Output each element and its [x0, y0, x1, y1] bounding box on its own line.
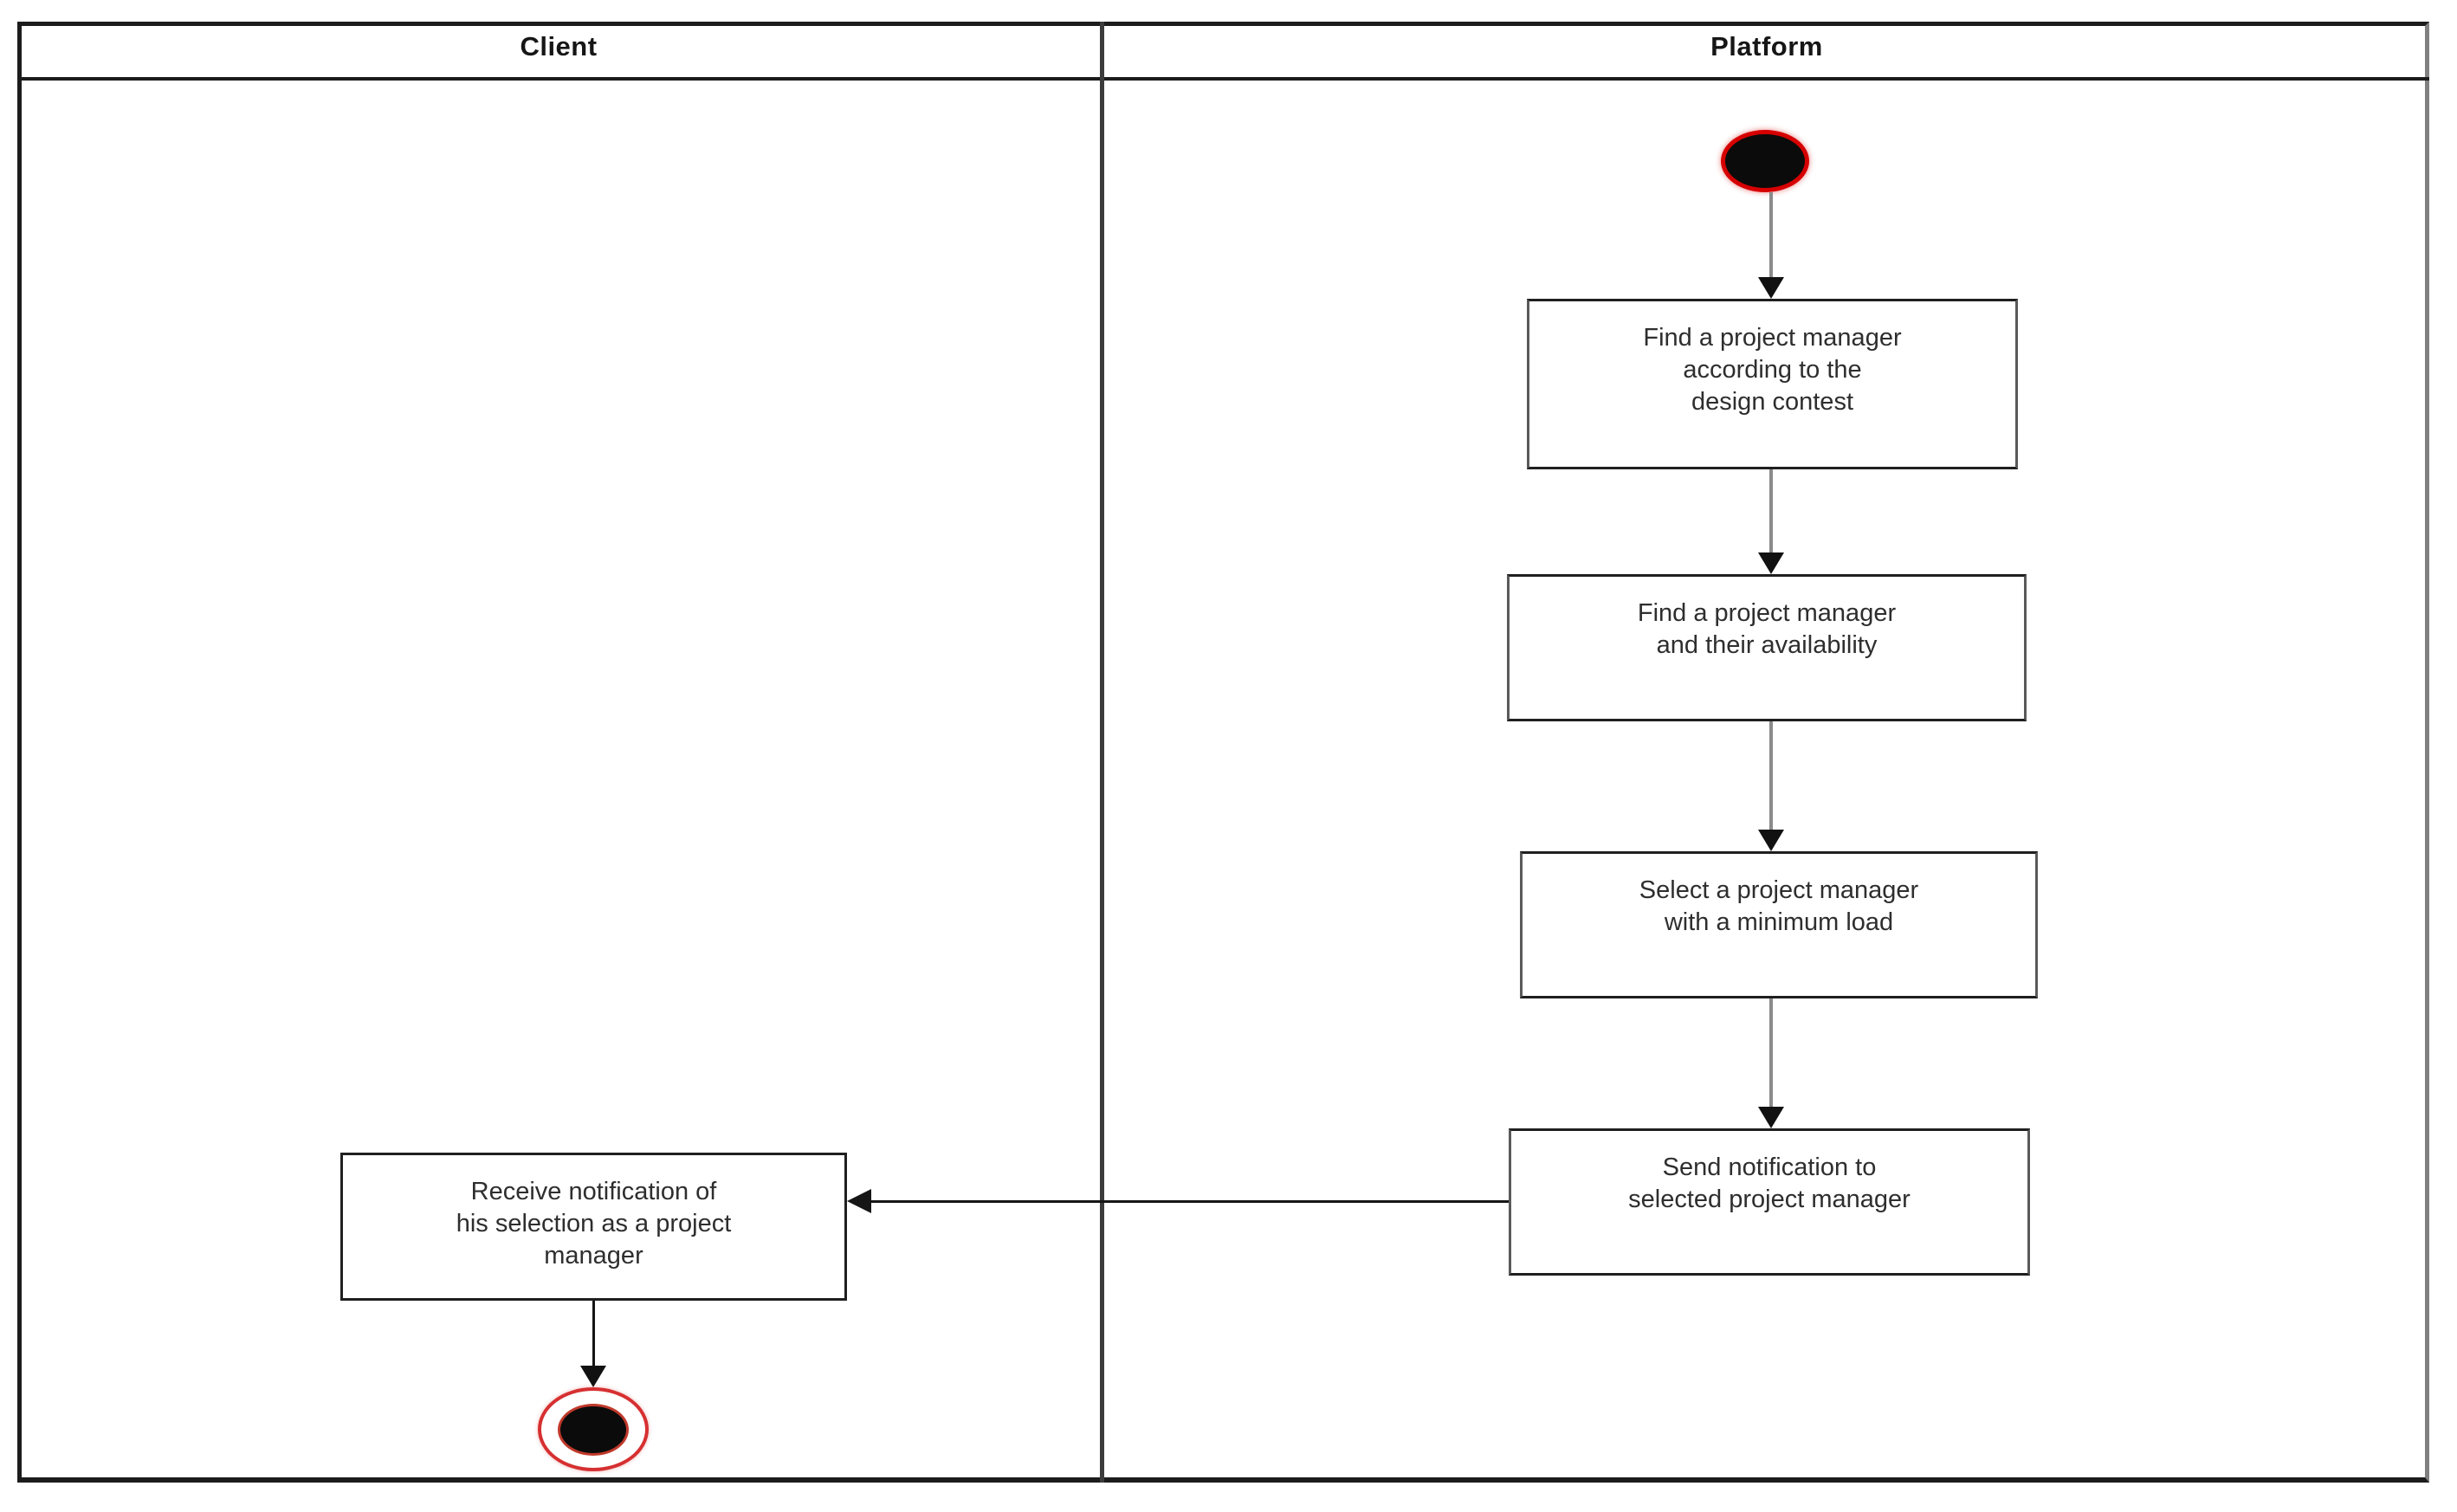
arrowhead-left-icon: [847, 1189, 871, 1213]
activity-label: Find a project manager according to the …: [1643, 324, 1902, 416]
activity-select-pm-min-load: Select a project manager with a minimum …: [1520, 851, 2038, 998]
arrowhead-down-icon: [580, 1366, 606, 1387]
activity-label: Send notification to selected project ma…: [1628, 1153, 1911, 1213]
activity-label: Select a project manager with a minimum …: [1639, 876, 1919, 936]
flow-line-receive-to-end: [592, 1301, 595, 1367]
diagram-frame: [17, 22, 2429, 1483]
flow-line-select-to-send: [1769, 998, 1773, 1107]
activity-label: Receive notification of his selection as…: [456, 1178, 732, 1270]
flow-line-send-to-receive: [871, 1200, 1509, 1203]
activity-send-notification: Send notification to selected project ma…: [1509, 1128, 2030, 1276]
final-node-core: [558, 1403, 629, 1456]
arrowhead-down-icon: [1758, 830, 1784, 851]
final-node: [538, 1387, 649, 1471]
flow-line-start-to-find-contest: [1769, 192, 1773, 277]
flow-line-contest-to-availability: [1769, 469, 1773, 552]
arrowhead-down-icon: [1758, 277, 1784, 299]
flow-line-availability-to-select: [1769, 721, 1773, 830]
arrowhead-down-icon: [1758, 1107, 1784, 1128]
lane-divider: [1100, 22, 1104, 1483]
activity-find-pm-availability: Find a project manager and their availab…: [1507, 574, 2027, 721]
lane-header-client: Client: [520, 31, 598, 61]
initial-node: [1721, 130, 1809, 192]
activity-label: Find a project manager and their availab…: [1637, 599, 1897, 659]
arrowhead-down-icon: [1758, 552, 1784, 574]
activity-receive-notification: Receive notification of his selection as…: [340, 1153, 847, 1301]
header-separator: [17, 77, 2429, 81]
activity-find-pm-contest: Find a project manager according to the …: [1527, 299, 2018, 469]
lane-header-platform: Platform: [1710, 31, 1823, 61]
